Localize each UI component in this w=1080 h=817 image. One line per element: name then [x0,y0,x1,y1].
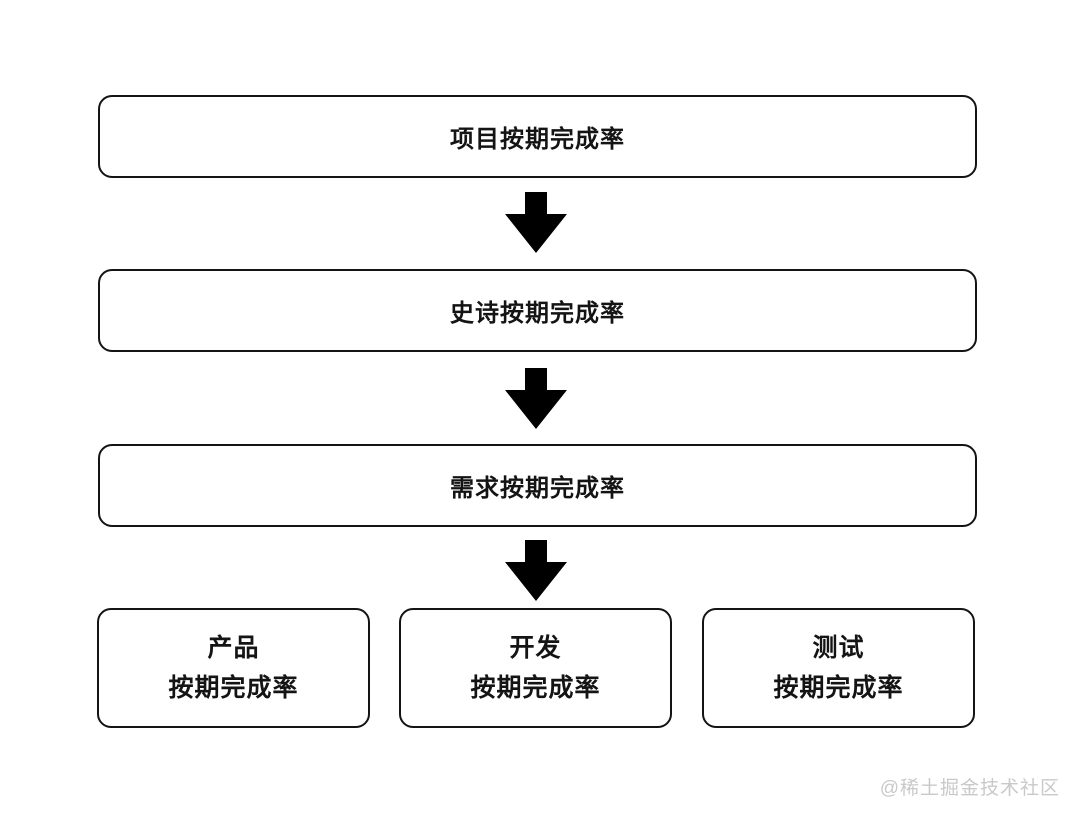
down-arrow-icon [505,540,567,601]
node-label-line1: 测试 [812,634,865,662]
node-label: 项目按期完成率 [450,126,625,153]
node-label-line2: 按期完成率 [773,674,904,702]
watermark: @稀土掘金技术社区 [879,778,1060,799]
node-label: 需求按期完成率 [450,475,625,502]
node-product-on-time-completion-rate: 产品 按期完成率 [97,608,370,728]
node-epic-on-time-completion-rate: 史诗按期完成率 [98,269,977,352]
down-arrow-icon [505,368,567,429]
node-label-line2: 按期完成率 [168,674,299,702]
node-testing-on-time-completion-rate: 测试 按期完成率 [702,608,975,728]
arrow-stem [525,540,547,564]
down-arrow-icon [505,192,567,253]
arrow-head [505,562,567,601]
node-label-line1: 开发 [509,634,562,662]
arrow-stem [525,192,547,216]
arrow-head [505,214,567,253]
arrow-stem [525,368,547,392]
node-label-line2: 按期完成率 [470,674,601,702]
node-requirement-on-time-completion-rate: 需求按期完成率 [98,444,977,527]
node-project-on-time-completion-rate: 项目按期完成率 [98,95,977,178]
arrow-head [505,390,567,429]
node-label: 史诗按期完成率 [450,300,625,327]
node-label-line1: 产品 [207,634,260,662]
node-development-on-time-completion-rate: 开发 按期完成率 [399,608,672,728]
